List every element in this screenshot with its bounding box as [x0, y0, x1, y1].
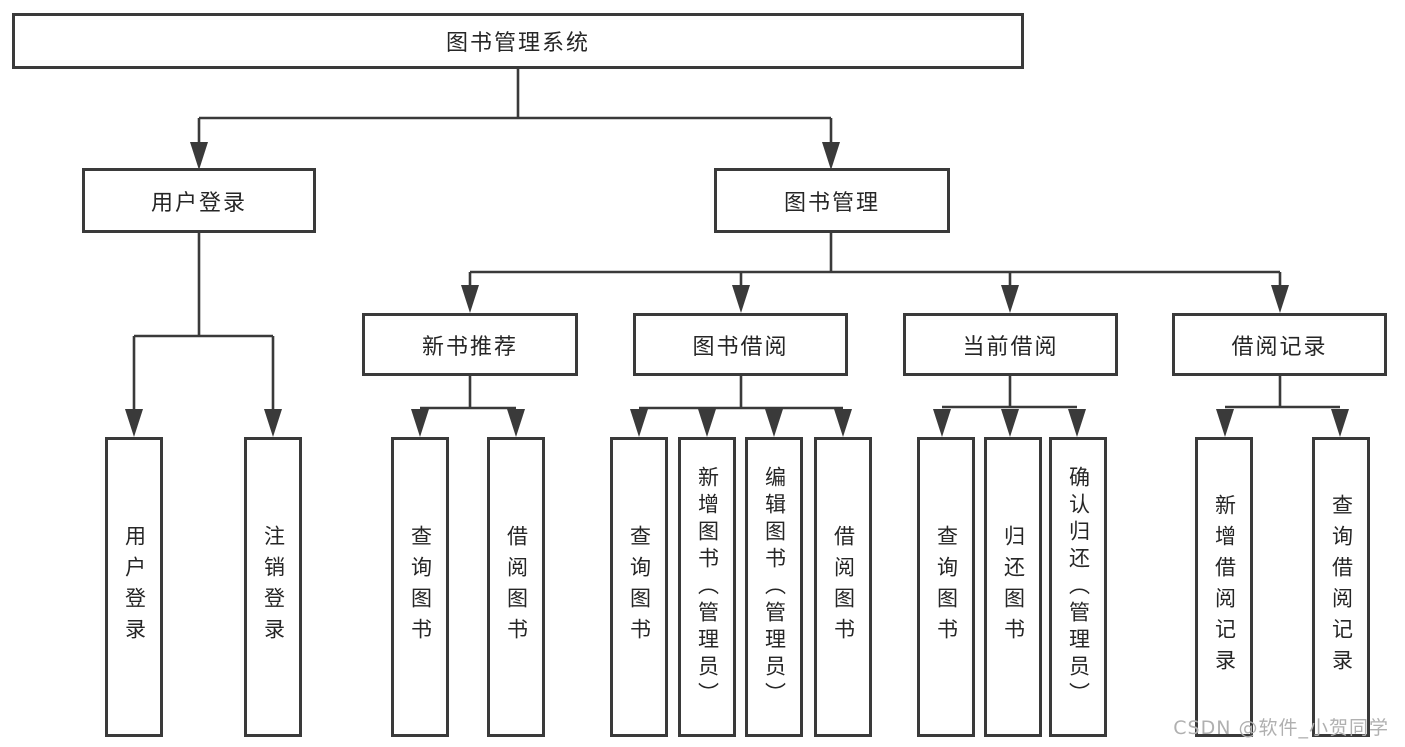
node-label: 注销登录 — [261, 525, 286, 649]
node-current-borrow: 当前借阅 — [903, 313, 1118, 376]
node-label: 用户登录 — [150, 190, 247, 216]
node-label: 图书借阅 — [692, 334, 789, 360]
node-label: 借阅记录 — [1231, 334, 1328, 360]
node-leaf-borrow-books-1: 借阅图书 — [487, 437, 545, 737]
node-leaf-query-books-3: 查询图书 — [917, 437, 975, 737]
node-label: 图书管理 — [783, 190, 880, 216]
node-label: 当前借阅 — [962, 334, 1059, 360]
node-label: 确认归还（管理员） — [1066, 465, 1091, 709]
node-borrow-records: 借阅记录 — [1172, 313, 1387, 376]
node-leaf-return-books: 归还图书 — [984, 437, 1042, 737]
node-label: 借阅图书 — [831, 525, 856, 649]
node-book-borrow: 图书借阅 — [633, 313, 848, 376]
node-leaf-borrow-books-2: 借阅图书 — [814, 437, 872, 737]
node-user-login: 用户登录 — [82, 168, 316, 233]
node-label: 编辑图书（管理员） — [762, 465, 787, 709]
node-leaf-logout: 注销登录 — [244, 437, 302, 737]
node-label: 借阅图书 — [504, 525, 529, 649]
node-new-book-recommend: 新书推荐 — [362, 313, 578, 376]
node-leaf-query-books-2: 查询图书 — [610, 437, 668, 737]
node-book-management: 图书管理 — [714, 168, 950, 233]
node-label: 新书推荐 — [421, 334, 518, 360]
node-leaf-add-books-admin: 新增图书（管理员） — [678, 437, 736, 737]
node-label: 新增借阅记录 — [1212, 494, 1237, 680]
node-label: 查询图书 — [408, 525, 433, 649]
node-leaf-query-borrow-record: 查询借阅记录 — [1312, 437, 1370, 737]
node-leaf-edit-books-admin: 编辑图书（管理员） — [745, 437, 803, 737]
node-label: 查询借阅记录 — [1329, 494, 1354, 680]
node-label: 查询图书 — [934, 525, 959, 649]
node-label: 新增图书（管理员） — [695, 465, 720, 709]
node-leaf-user-login: 用户登录 — [105, 437, 163, 737]
node-label: 归还图书 — [1001, 525, 1026, 649]
node-label: 查询图书 — [627, 525, 652, 649]
node-leaf-query-books-1: 查询图书 — [391, 437, 449, 737]
node-label: 用户登录 — [122, 525, 147, 649]
node-book-management-system: 图书管理系统 — [12, 13, 1024, 69]
node-leaf-add-borrow-record: 新增借阅记录 — [1195, 437, 1253, 737]
node-label: 图书管理系统 — [445, 31, 590, 56]
csdn-watermark: CSDN @软件_小贺同学 — [1173, 717, 1389, 739]
node-leaf-confirm-return-admin: 确认归还（管理员） — [1049, 437, 1107, 737]
